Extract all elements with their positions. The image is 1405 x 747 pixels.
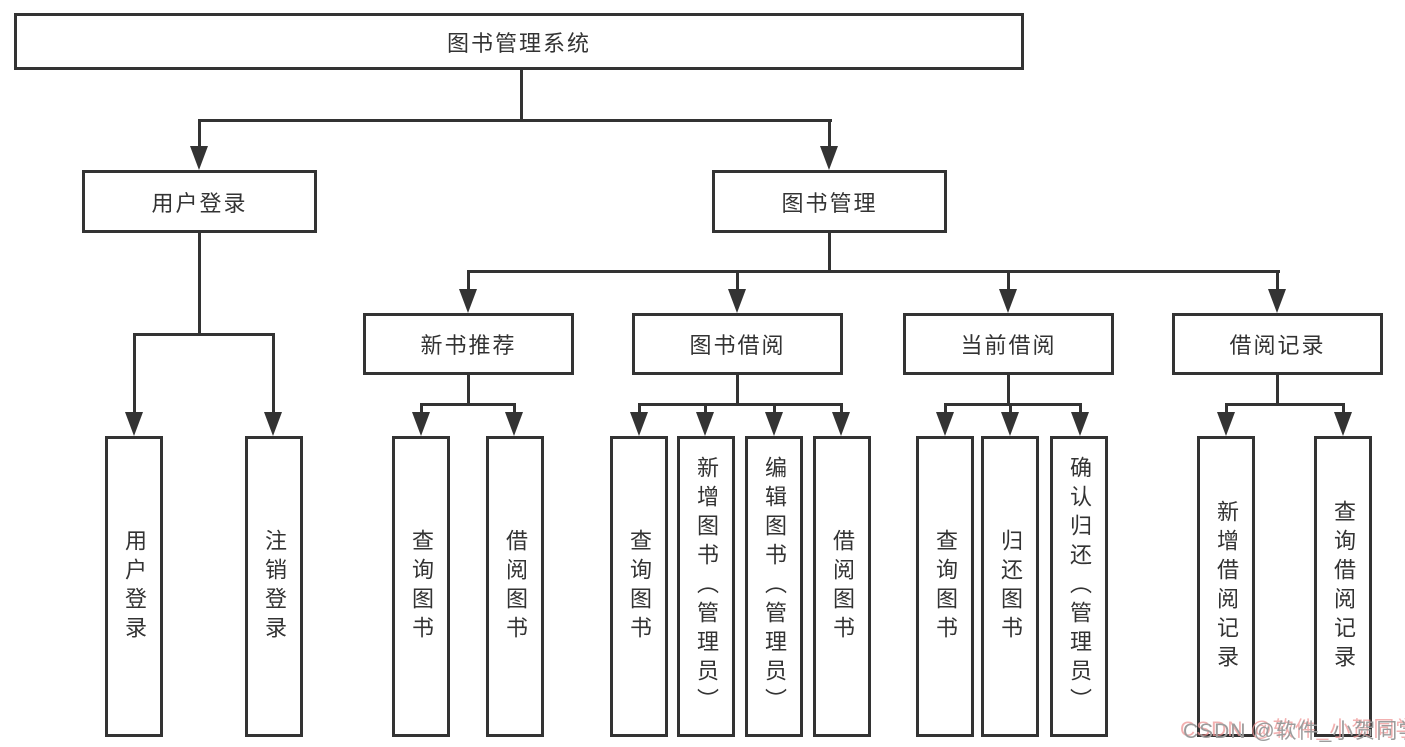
connector-line bbox=[828, 233, 831, 272]
connector-line bbox=[1225, 403, 1345, 406]
arrow-down-icon bbox=[999, 289, 1017, 313]
connector-line bbox=[467, 273, 470, 289]
arrow-down-icon bbox=[505, 412, 523, 436]
node-book-management: 图书管理 bbox=[712, 170, 947, 233]
leaf-add-books-admin: 新增图书（管理员） bbox=[677, 436, 735, 737]
arrow-down-icon bbox=[1071, 412, 1089, 436]
arrow-down-icon bbox=[696, 412, 714, 436]
leaf-label: 用户登录 bbox=[122, 528, 147, 645]
leaf-label: 新增借阅记录 bbox=[1214, 499, 1239, 674]
leaf-edit-books-admin: 编辑图书（管理员） bbox=[745, 436, 803, 737]
arrow-down-icon bbox=[190, 146, 208, 170]
leaf-logout: 注销登录 bbox=[245, 436, 303, 737]
connector-line bbox=[1276, 375, 1279, 405]
connector-line bbox=[944, 406, 947, 412]
node-current-borrow: 当前借阅 bbox=[903, 313, 1114, 375]
leaf-label: 归还图书 bbox=[998, 528, 1023, 645]
watermark: CSDN @软件_小贺同学 bbox=[1183, 720, 1405, 743]
leaf-user-login: 用户登录 bbox=[105, 436, 163, 737]
connector-line bbox=[944, 403, 1082, 406]
connector-line bbox=[840, 406, 843, 412]
arrow-down-icon bbox=[412, 412, 430, 436]
connector-line bbox=[638, 403, 843, 406]
connector-line bbox=[198, 233, 201, 335]
leaf-query-books-recommend: 查询图书 bbox=[392, 436, 450, 737]
connector-line bbox=[198, 122, 201, 146]
connector-line bbox=[272, 336, 275, 412]
leaf-return-books: 归还图书 bbox=[981, 436, 1039, 737]
node-user-login: 用户登录 bbox=[82, 170, 317, 233]
leaf-label: 查询图书 bbox=[409, 528, 434, 645]
arrow-down-icon bbox=[1001, 412, 1019, 436]
leaf-label: 查询图书 bbox=[627, 528, 652, 645]
arrow-down-icon bbox=[728, 289, 746, 313]
connector-line bbox=[513, 406, 516, 412]
leaf-add-borrow-record: 新增借阅记录 bbox=[1197, 436, 1255, 737]
connector-line bbox=[736, 273, 739, 289]
leaf-label: 借阅图书 bbox=[503, 528, 528, 645]
leaf-query-borrow-record: 查询借阅记录 bbox=[1314, 436, 1372, 737]
connector-line bbox=[467, 270, 1280, 273]
connector-line bbox=[467, 375, 470, 405]
leaf-borrow-books: 借阅图书 bbox=[813, 436, 871, 737]
arrow-down-icon bbox=[1268, 289, 1286, 313]
connector-line bbox=[198, 119, 832, 122]
leaf-label: 查询借阅记录 bbox=[1331, 499, 1356, 674]
arrow-down-icon bbox=[264, 412, 282, 436]
leaf-label: 新增图书（管理员） bbox=[694, 456, 719, 717]
arrow-down-icon bbox=[765, 412, 783, 436]
arrow-down-icon bbox=[832, 412, 850, 436]
node-borrow-records: 借阅记录 bbox=[1172, 313, 1383, 375]
arrow-down-icon bbox=[459, 289, 477, 313]
arrow-down-icon bbox=[1217, 412, 1235, 436]
connector-line bbox=[420, 406, 423, 412]
leaf-label: 注销登录 bbox=[262, 528, 287, 645]
connector-line bbox=[420, 403, 516, 406]
arrow-down-icon bbox=[630, 412, 648, 436]
connector-line bbox=[1079, 406, 1082, 412]
connector-line bbox=[638, 406, 641, 412]
connector-line bbox=[773, 406, 776, 412]
leaf-label: 确认归还（管理员） bbox=[1067, 456, 1092, 717]
connector-line bbox=[133, 333, 275, 336]
leaf-query-books-current: 查询图书 bbox=[916, 436, 974, 737]
arrow-down-icon bbox=[125, 412, 143, 436]
connector-line bbox=[736, 375, 739, 405]
arrow-down-icon bbox=[820, 146, 838, 170]
connector-line bbox=[1007, 273, 1010, 289]
node-new-book-recommend: 新书推荐 bbox=[363, 313, 574, 375]
connector-line bbox=[704, 406, 707, 412]
leaf-label: 查询图书 bbox=[933, 528, 958, 645]
leaf-label: 编辑图书（管理员） bbox=[762, 456, 787, 717]
leaf-label: 借阅图书 bbox=[830, 528, 855, 645]
arrow-down-icon bbox=[1334, 412, 1352, 436]
leaf-confirm-return-admin: 确认归还（管理员） bbox=[1050, 436, 1108, 737]
connector-line bbox=[828, 122, 831, 146]
connector-line bbox=[133, 336, 136, 412]
connector-line bbox=[1225, 406, 1228, 412]
connector-line bbox=[520, 70, 523, 119]
leaf-borrow-books-recommend: 借阅图书 bbox=[486, 436, 544, 737]
node-root: 图书管理系统 bbox=[14, 13, 1024, 70]
leaf-query-books-borrow: 查询图书 bbox=[610, 436, 668, 737]
connector-line bbox=[1009, 406, 1012, 412]
node-book-borrow: 图书借阅 bbox=[632, 313, 843, 375]
connector-line bbox=[1342, 406, 1345, 412]
arrow-down-icon bbox=[936, 412, 954, 436]
connector-line bbox=[1007, 375, 1010, 405]
connector-line bbox=[1276, 273, 1279, 289]
